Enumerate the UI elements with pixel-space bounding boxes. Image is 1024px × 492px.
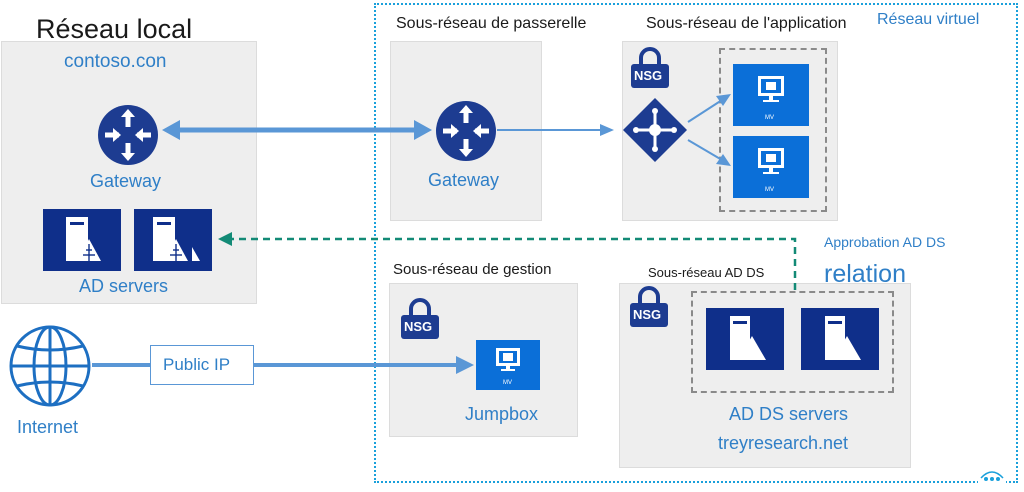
app-nsg-label: NSG <box>634 68 663 83</box>
trust-label-line2: relation <box>824 260 906 288</box>
globe-icon <box>9 325 91 407</box>
gateway-subnet-title: Sous-réseau de passerelle <box>396 15 587 32</box>
internet-label: Internet <box>17 417 79 437</box>
adds-servers-label: AD DS servers <box>729 404 849 424</box>
vm-monitor-icon <box>758 148 784 174</box>
onprem-servers-label: AD servers <box>79 276 169 296</box>
router-icon <box>98 105 158 165</box>
onprem-title: Réseau local <box>36 14 193 44</box>
server-icon <box>66 217 101 261</box>
public-ip-label: Public IP <box>163 355 231 374</box>
mgmt-subnet-title: Sous-réseau de gestion <box>393 261 552 278</box>
mgmt-nsg-label: NSG <box>404 319 433 334</box>
app-vm-tile <box>733 64 809 126</box>
app-subnet-title: Sous-réseau de l'application <box>646 15 847 32</box>
adds-nsg-label: NSG <box>633 307 662 322</box>
app-vm-group <box>719 48 827 212</box>
public-ip-box <box>150 345 254 385</box>
adds-domain: treyresearch.net <box>718 433 849 453</box>
router-icon <box>436 101 496 161</box>
vnet-boundary <box>374 3 1018 483</box>
lock-icon <box>401 298 439 339</box>
ellipsis-icon <box>978 468 1006 484</box>
server-icon <box>730 316 766 360</box>
adds-server-group <box>691 291 894 393</box>
trust-label-line1: Approbation AD DS <box>824 234 946 250</box>
load-balancer-icon <box>623 98 687 162</box>
jumpbox-vm-tile <box>476 340 540 390</box>
adds-subnet-title: Sous-réseau AD DS <box>648 265 765 280</box>
ad-server-tile <box>134 209 212 271</box>
vm-monitor-icon <box>758 76 784 102</box>
adds-server-tile <box>801 308 879 370</box>
app-vm-label: MV <box>765 187 774 193</box>
ad-server-tile <box>43 209 121 271</box>
vnet-title: Réseau virtuel <box>874 12 983 28</box>
server-icon <box>153 217 200 261</box>
app-vm-label: MV <box>765 115 774 121</box>
adds-server-tile <box>706 308 784 370</box>
lock-icon <box>630 286 668 327</box>
app-vm-tile <box>733 136 809 198</box>
onprem-gateway-label: Gateway <box>90 171 162 191</box>
vm-monitor-icon <box>496 348 520 371</box>
jumpbox-label: Jumpbox <box>465 404 539 424</box>
gateway-subnet-gateway-label: Gateway <box>428 170 500 190</box>
jumpbox-vm-label: MV <box>503 380 512 386</box>
server-icon <box>825 316 861 360</box>
onprem-domain: contoso.con <box>64 51 167 72</box>
lock-icon <box>631 47 669 88</box>
